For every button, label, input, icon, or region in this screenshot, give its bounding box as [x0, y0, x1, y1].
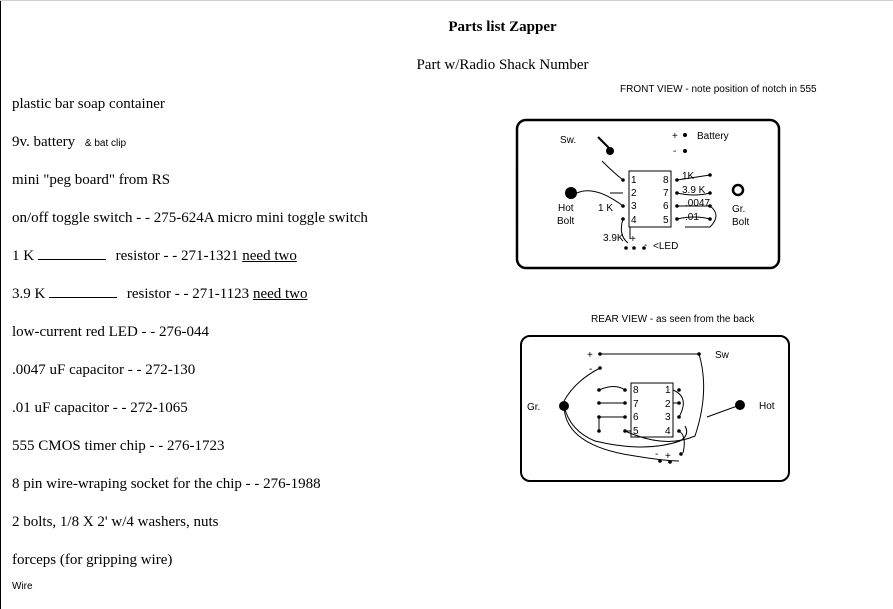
front-switch-label: Sw.	[560, 135, 576, 146]
rear-view-caption: REAR VIEW - as seen from the back	[591, 314, 755, 325]
front-battery-minus: -	[673, 146, 676, 157]
rear-led-plus: +	[665, 451, 671, 462]
front-gr-label: Gr.	[732, 204, 745, 215]
front-pin-8: 8	[663, 175, 669, 186]
part-bolts: 2 bolts, 1/8 X 2' w/4 washers, nuts	[12, 514, 219, 530]
front-view-diagram: Sw. + Battery - Hot Bolt Gr. Bolt 1 2 3 …	[515, 118, 781, 270]
part-battery-text: 9v. battery	[12, 134, 76, 150]
front-pin-4: 4	[631, 215, 637, 226]
front-capacitor-01-label: .01	[685, 212, 699, 223]
front-resistor-1k-right-label: 1K	[682, 171, 695, 182]
rear-battery-minus: -	[589, 364, 592, 375]
rear-switch-label: Sw	[715, 350, 730, 361]
front-view-caption: FRONT VIEW - note position of notch in 5…	[620, 84, 817, 95]
part-battery: 9v. battery & bat clip	[12, 134, 126, 151]
frame-top-border	[0, 0, 893, 1]
front-chip-outline	[628, 170, 672, 228]
page-title: Parts list Zapper	[448, 19, 557, 35]
front-led-minus: -	[644, 240, 647, 251]
front-gr-label-2: Bolt	[732, 217, 749, 228]
part-resistor-3-9k-quantity: need two	[252, 286, 308, 302]
rear-pin-7: 7	[633, 399, 639, 410]
front-led-plus: +	[630, 234, 636, 245]
frame-left-border	[0, 0, 1, 609]
rear-led-minus: -	[655, 449, 658, 460]
front-hot-label-2: Bolt	[557, 216, 574, 227]
battery-plus-dot	[683, 133, 687, 137]
part-socket: 8 pin wire-wraping socket for the chip -…	[12, 476, 321, 492]
front-resistor-3-9k-label: 3.9K	[603, 233, 624, 244]
rear-pin-8: 8	[633, 385, 639, 396]
part-capacitor-01: .01 uF capacitor - - 272-1065	[12, 400, 188, 416]
rear-pin-5: 5	[633, 426, 639, 437]
front-pin-6: 6	[663, 201, 669, 212]
rear-pin-2: 2	[665, 399, 671, 410]
rear-pin-1: 1	[665, 385, 671, 396]
rear-hot-label: Hot	[759, 401, 775, 412]
front-pin-5: 5	[663, 215, 669, 226]
part-resistor-1k-value: 1 K	[12, 248, 35, 264]
part-led: low-current red LED - - 276-044	[12, 324, 210, 340]
part-resistor-3-9k: 3.9 K resistor - - 271-1123 need two	[12, 286, 308, 303]
part-forceps: forceps (for gripping wire)	[12, 552, 173, 568]
rear-battery-plus: +	[587, 350, 593, 361]
part-soap-container: plastic bar soap container	[12, 96, 165, 112]
part-timer-chip: 555 CMOS timer chip - - 276-1723	[12, 438, 225, 454]
front-battery-plus: +	[672, 131, 678, 142]
rear-board-outline	[520, 335, 790, 482]
front-pin-2: 2	[631, 188, 637, 199]
rear-gr-label: Gr.	[527, 402, 540, 413]
switch-body	[606, 147, 614, 155]
ground-bolt	[731, 183, 745, 197]
part-battery-note: & bat clip	[84, 138, 127, 149]
rear-pin-3: 3	[665, 412, 671, 423]
front-board-outline	[515, 118, 781, 270]
part-toggle-switch: on/off toggle switch - - 275-624A micro …	[12, 210, 368, 226]
page-subtitle: Part w/Radio Shack Number	[416, 57, 589, 73]
front-resistor-1k-label: 1 K	[598, 203, 613, 214]
part-resistor-1k: 1 K resistor - - 271-1321 need two	[12, 248, 297, 265]
hot-bolt	[565, 187, 577, 199]
part-resistor-3-9k-text: resistor - - 271-1123	[126, 286, 250, 302]
front-pin-1: 1	[631, 175, 637, 186]
switch-lever	[597, 136, 611, 150]
rear-pin-4: 4	[665, 426, 671, 437]
front-pin-3: 3	[631, 201, 637, 212]
front-battery-label: Battery	[697, 131, 729, 142]
rear-chip-outline	[630, 382, 674, 438]
front-resistor-3-9k-right-label: 3.9 K	[682, 185, 706, 196]
part-wire: Wire	[12, 581, 33, 592]
part-capacitor-0047: .0047 uF capacitor - - 272-130	[12, 362, 196, 378]
part-resistor-1k-text: resistor - - 271-1321	[115, 248, 239, 264]
front-pin-7: 7	[663, 188, 669, 199]
front-capacitor-0047-label: .0047	[685, 198, 710, 209]
blank-line	[37, 258, 106, 260]
rear-pin-6: 6	[633, 412, 639, 423]
part-resistor-1k-quantity: need two	[242, 248, 297, 264]
front-led-label: <LED	[653, 241, 678, 252]
rear-view-diagram: + Sw - Gr. Hot 8 7 6 5 1 2 3 4 - +	[520, 335, 790, 482]
blank-line	[49, 296, 118, 298]
part-peg-board: mini "peg board" from RS	[12, 172, 171, 188]
battery-minus-dot	[683, 149, 687, 153]
part-resistor-3-9k-value: 3.9 K	[12, 286, 46, 302]
front-hot-label: Hot	[558, 203, 574, 214]
